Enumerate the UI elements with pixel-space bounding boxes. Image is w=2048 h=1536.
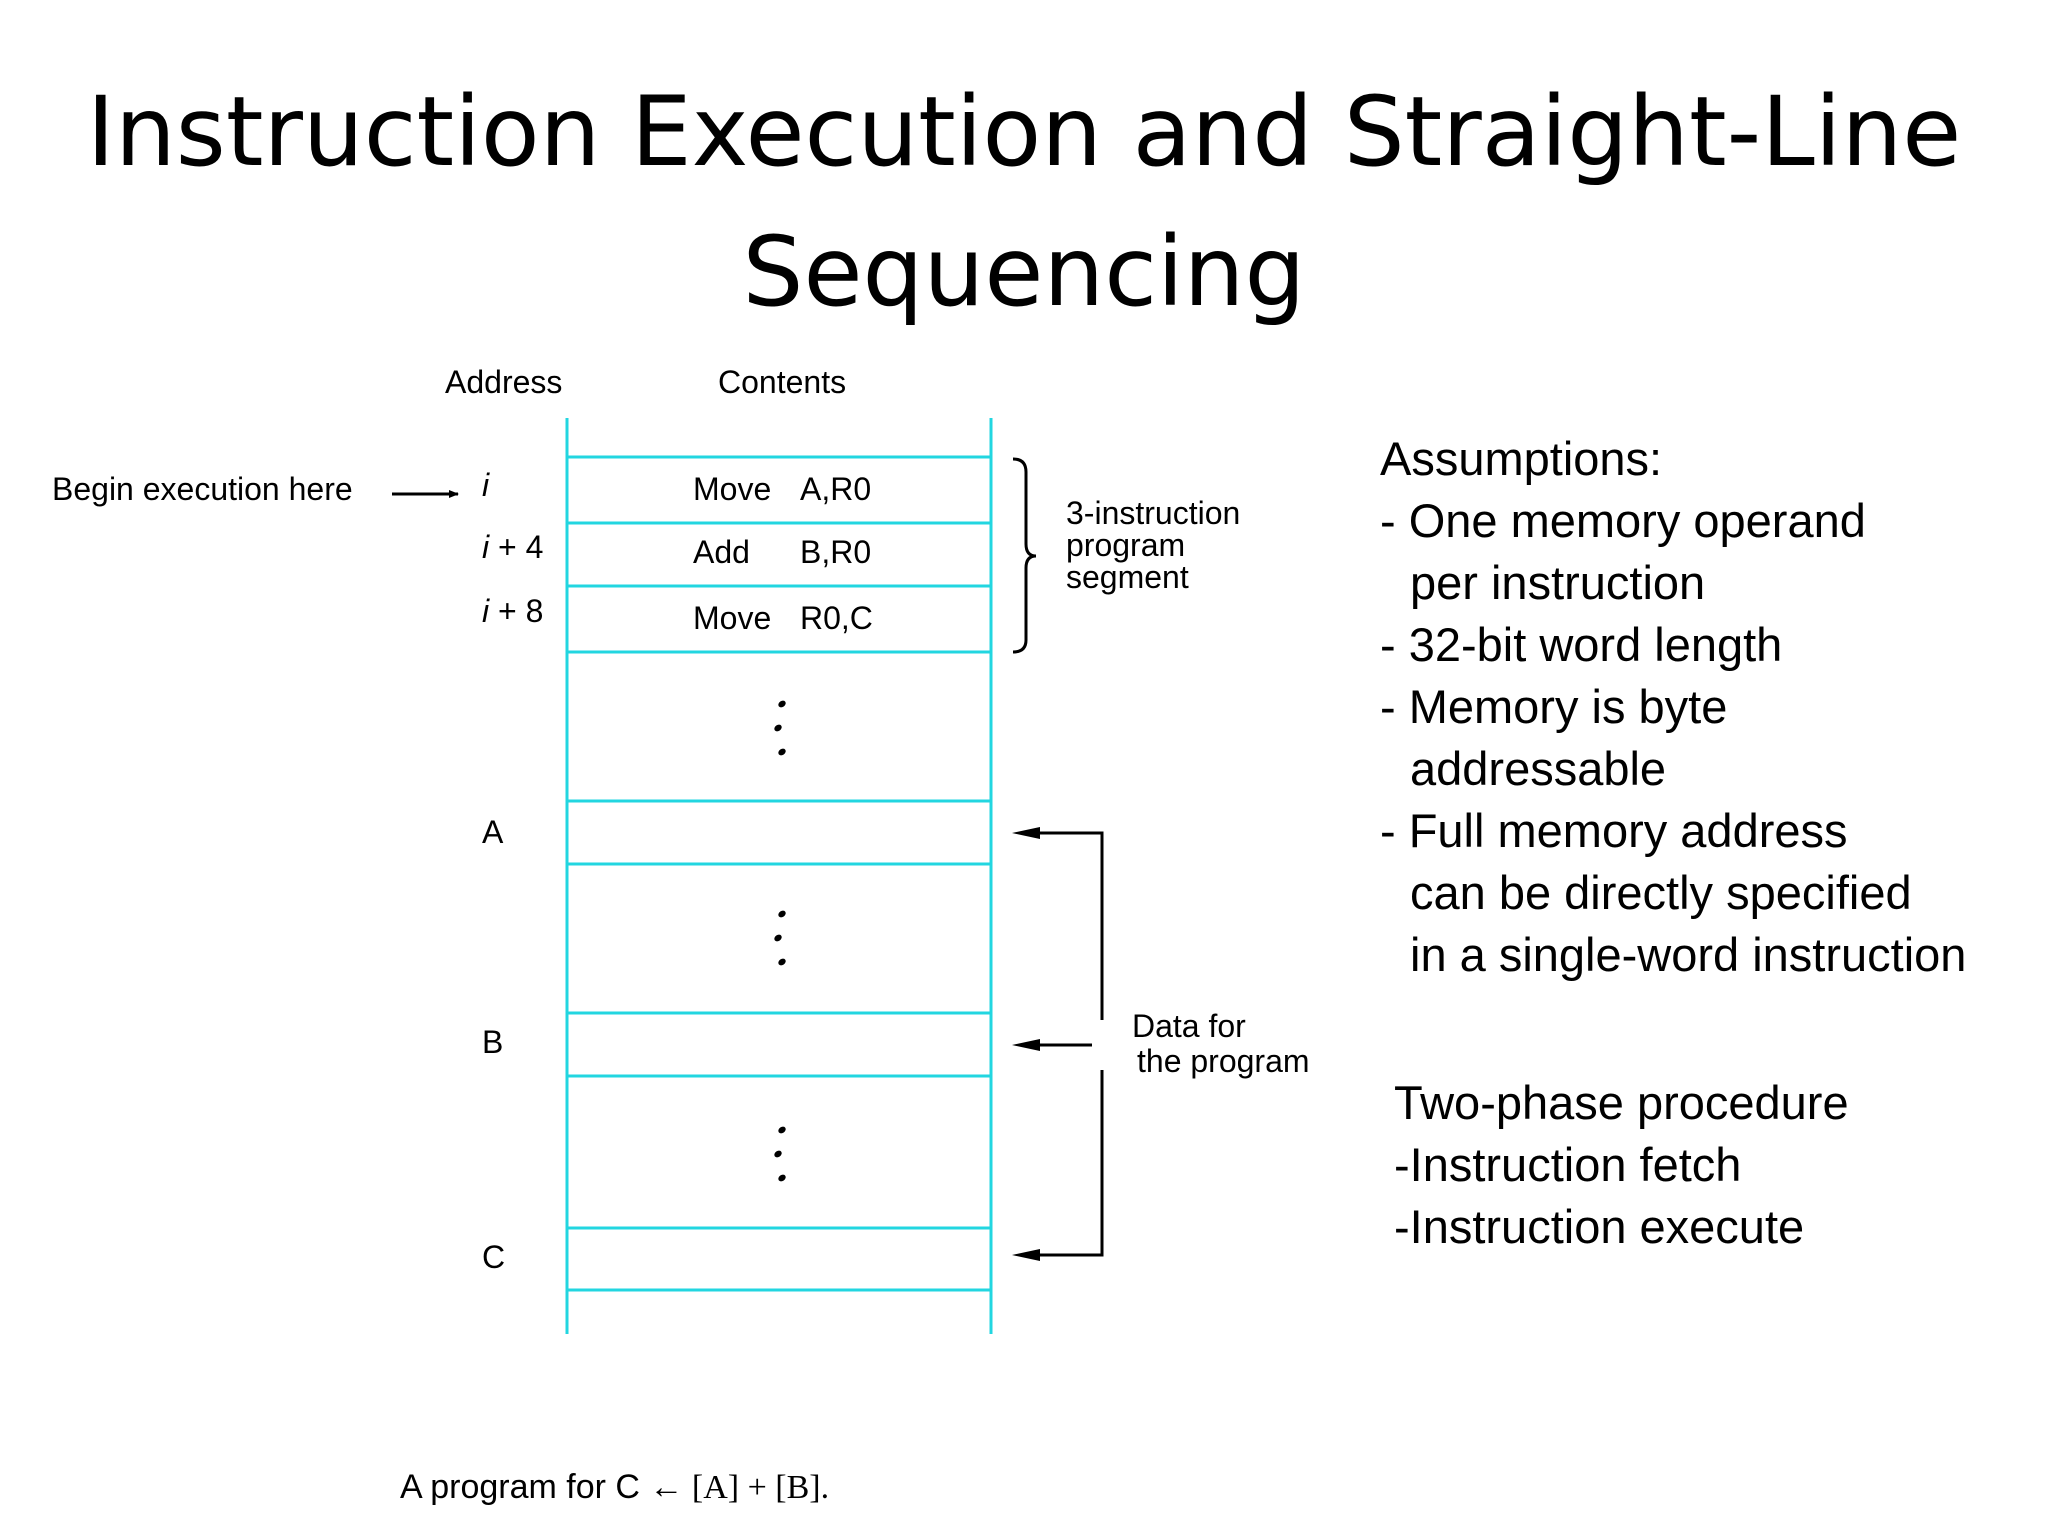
assumptions-list: Assumptions: - One memory operand per in…	[1380, 428, 2040, 986]
data-label-line-1: Data for	[1132, 1008, 1246, 1044]
slide-title-line-1: Instruction Execution and Straight-Line	[86, 76, 1962, 188]
arrow-to-C	[1012, 1249, 1040, 1261]
assumption-line: can be directly specified	[1410, 866, 1912, 919]
segment-label-line-1: 3-instruction	[1066, 495, 1240, 531]
memory-word-lines	[567, 455, 991, 1292]
address-i-plus-8: i + 8	[482, 593, 543, 629]
address-header: Address	[445, 364, 562, 400]
ellipsis-3	[774, 1126, 786, 1182]
phases-heading: Two-phase procedure	[1394, 1076, 1849, 1129]
instruction-3-op: Move	[693, 600, 771, 636]
instruction-1-op: Move	[693, 471, 771, 507]
contents-header: Contents	[718, 364, 846, 400]
assumption-line: addressable	[1410, 742, 1667, 795]
assumption-line: - 32-bit word length	[1380, 618, 1783, 671]
address-B: B	[482, 1024, 503, 1060]
assumption-line: per instruction	[1410, 556, 1706, 609]
figure-caption: A program for C ← [A] + [B].	[400, 1468, 829, 1507]
segment-label-line-2: program	[1066, 527, 1185, 563]
bracket-gap	[1092, 1020, 1118, 1070]
arrow-to-A	[1012, 827, 1040, 839]
address-C: C	[482, 1239, 505, 1275]
assumptions-heading: Assumptions:	[1380, 432, 1663, 485]
program-segment-brace	[1012, 457, 1037, 654]
ellipsis-2	[774, 910, 786, 966]
assumption-line: in a single-word instruction	[1410, 928, 1967, 981]
instruction-3-operands: R0,C	[800, 600, 873, 636]
assumption-line: - Full memory address	[1380, 804, 1848, 857]
ellipsis-1	[774, 700, 786, 756]
caption-prefix: A program for C	[400, 1468, 650, 1506]
phases-list: Two-phase procedure -Instruction fetch -…	[1394, 1072, 1849, 1258]
instruction-2-operands: B,R0	[800, 534, 871, 570]
assumption-line: - One memory operand	[1380, 494, 1866, 547]
caption-formula: ← [A] + [B].	[649, 1469, 830, 1506]
address-i: i	[482, 467, 490, 503]
phase-item-execute: -Instruction execute	[1394, 1200, 1805, 1253]
instruction-1-operands: A,R0	[800, 471, 871, 507]
segment-label-line-3: segment	[1066, 559, 1189, 595]
instruction-2-op: Add	[693, 534, 750, 570]
phase-item-fetch: -Instruction fetch	[1394, 1138, 1742, 1191]
data-label-line-2: the program	[1137, 1043, 1310, 1079]
address-A: A	[482, 814, 504, 850]
arrow-to-B	[1012, 1039, 1040, 1051]
assumption-line: - Memory is byte	[1380, 680, 1728, 733]
address-i-plus-4: i + 4	[482, 529, 543, 565]
begin-execution-label: Begin execution here	[52, 471, 353, 507]
slide-title: Instruction Execution and Straight-Line …	[0, 62, 2048, 342]
slide-title-line-2: Sequencing	[742, 216, 1306, 328]
